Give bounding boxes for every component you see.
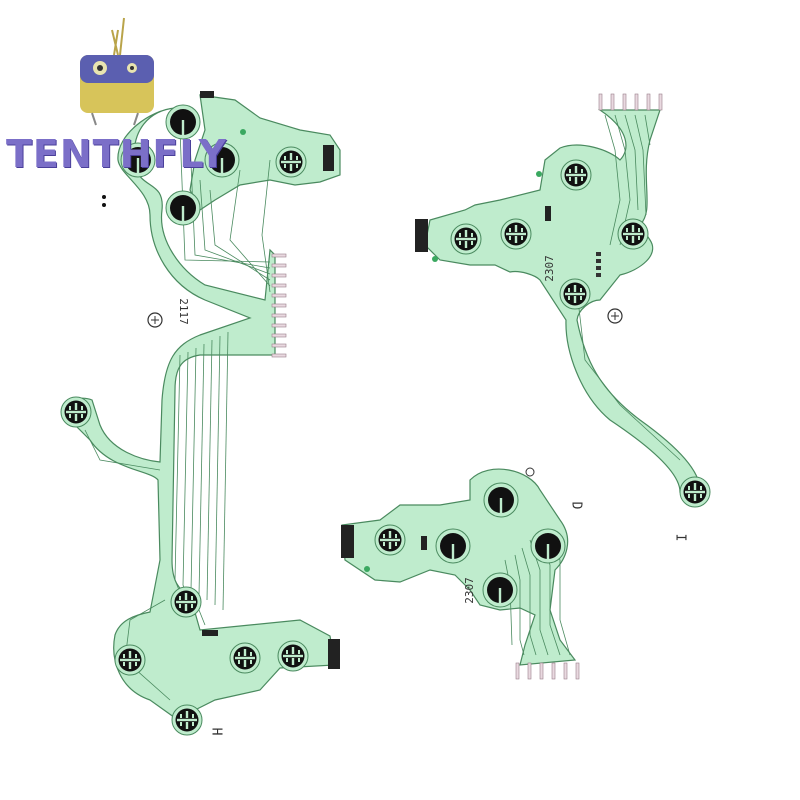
bottom-circuit-letter: D (568, 501, 584, 510)
left-circuit-letter: H (208, 727, 224, 736)
brand-logo (80, 17, 154, 126)
bottom-membrane-circuit (341, 467, 580, 680)
top-right-circuit-letter: I (672, 533, 688, 542)
top-right-membrane-circuit (415, 93, 711, 508)
left-membrane-circuit (60, 91, 341, 736)
left-trace-body (66, 107, 336, 721)
top-right-circuit-code: 2307 (542, 255, 556, 282)
left-circuit-code: 2117 (176, 298, 190, 325)
bottom-trace-body (341, 468, 577, 666)
bottom-circuit-code: 2307 (462, 577, 476, 604)
brand-wordmark: TENTHFLY (6, 132, 228, 176)
